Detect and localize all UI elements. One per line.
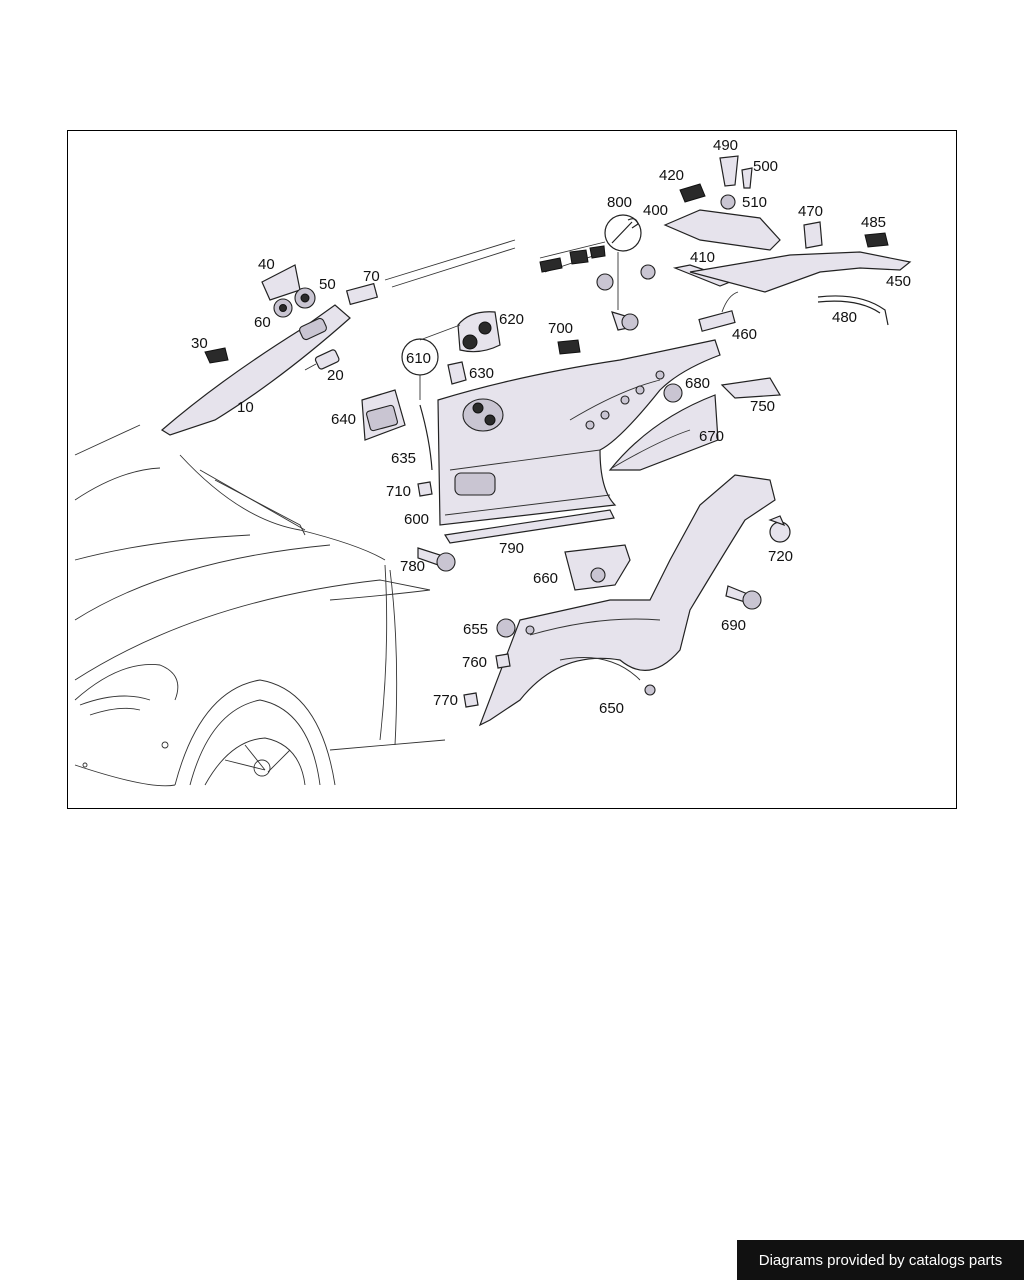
label-30: 30 <box>191 335 208 352</box>
label-790: 790 <box>499 540 524 557</box>
part-485-clip[interactable] <box>864 232 889 248</box>
label-500: 500 <box>753 158 778 175</box>
label-510: 510 <box>742 194 767 211</box>
label-70: 70 <box>363 268 380 285</box>
label-780: 780 <box>400 558 425 575</box>
part-670-trim-panel[interactable] <box>608 394 719 471</box>
label-800: 800 <box>607 194 632 211</box>
label-480: 480 <box>832 309 857 326</box>
part-800-tool-reference[interactable] <box>539 214 656 310</box>
part-660-bracket[interactable] <box>564 544 631 591</box>
label-485: 485 <box>861 214 886 231</box>
part-labels: 10 20 30 40 50 60 70 400 410 420 450 460… <box>191 137 911 717</box>
label-670: 670 <box>699 428 724 445</box>
part-10-a-pillar-trim[interactable] <box>160 304 351 436</box>
label-720: 720 <box>768 548 793 565</box>
label-700: 700 <box>548 320 573 337</box>
part-720-push-clip[interactable] <box>768 515 791 543</box>
part-770-clip[interactable] <box>463 692 479 708</box>
part-420-clip[interactable] <box>679 183 706 203</box>
part-510-nut[interactable] <box>720 194 736 210</box>
label-10: 10 <box>237 399 254 416</box>
label-420: 420 <box>659 167 684 184</box>
footer-attribution: Diagrams provided by catalogs parts <box>737 1240 1024 1280</box>
label-680: 680 <box>685 375 710 392</box>
part-710-clip[interactable] <box>417 481 433 497</box>
label-690: 690 <box>721 617 746 634</box>
label-750: 750 <box>750 398 775 415</box>
label-610: 610 <box>406 350 431 367</box>
part-70-seal[interactable] <box>345 239 516 306</box>
label-460: 460 <box>732 326 757 343</box>
label-630: 630 <box>469 365 494 382</box>
label-470: 470 <box>798 203 823 220</box>
label-650: 650 <box>599 700 624 717</box>
part-630-cap[interactable] <box>447 361 467 385</box>
part-650-lower-trim-panel[interactable] <box>478 474 776 727</box>
label-660: 660 <box>533 570 558 587</box>
label-410: 410 <box>690 249 715 266</box>
part-600-quarter-trim-panel[interactable] <box>437 339 721 526</box>
part-760-clip[interactable] <box>495 653 511 669</box>
label-640: 640 <box>331 411 356 428</box>
label-20: 20 <box>327 367 344 384</box>
label-60: 60 <box>254 314 271 331</box>
part-690-bolt[interactable] <box>725 585 762 610</box>
part-610-reference-circle[interactable] <box>401 324 461 400</box>
footer-text: Diagrams provided by catalogs parts <box>758 1251 1003 1269</box>
label-490: 490 <box>713 137 738 154</box>
part-500-bolt[interactable] <box>741 167 753 189</box>
part-790-seal-strip[interactable] <box>444 509 615 544</box>
part-470-bracket[interactable] <box>803 221 823 249</box>
part-450-roof-trim[interactable] <box>689 251 912 293</box>
label-710: 710 <box>386 483 411 500</box>
part-480-strip[interactable] <box>817 295 889 326</box>
label-450: 450 <box>886 273 911 290</box>
part-680-button[interactable] <box>663 383 683 403</box>
label-50: 50 <box>319 276 336 293</box>
part-640-grille[interactable] <box>361 389 406 441</box>
part-635-seal-strip[interactable] <box>419 404 433 471</box>
part-750-cover[interactable] <box>720 377 782 399</box>
label-40: 40 <box>258 256 275 273</box>
part-50-grommet[interactable] <box>294 287 316 309</box>
part-620-switch-panel[interactable] <box>457 311 501 353</box>
part-780-bolt[interactable] <box>417 547 456 572</box>
car-body-illustration <box>74 424 446 787</box>
label-635: 635 <box>391 450 416 467</box>
label-400: 400 <box>643 202 668 219</box>
part-700-clip[interactable] <box>557 339 581 355</box>
switch-on-panel-600 <box>462 398 504 432</box>
label-600: 600 <box>404 511 429 528</box>
part-460-clip[interactable] <box>698 291 739 332</box>
part-400-trim-cover[interactable] <box>663 209 781 251</box>
bolt-under-800[interactable] <box>611 311 639 331</box>
label-620: 620 <box>499 311 524 328</box>
part-60-grommet[interactable] <box>273 298 293 318</box>
part-655-nut[interactable] <box>496 618 516 638</box>
label-655: 655 <box>463 621 488 638</box>
label-770: 770 <box>433 692 458 709</box>
part-30-clip[interactable] <box>204 347 229 364</box>
label-760: 760 <box>462 654 487 671</box>
part-490-clip[interactable] <box>719 155 739 187</box>
part-20-clip[interactable] <box>304 349 340 371</box>
